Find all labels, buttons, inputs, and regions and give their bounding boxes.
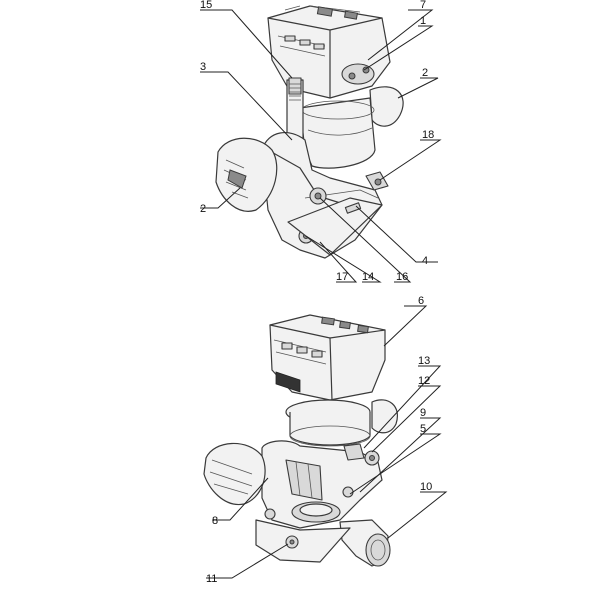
callout-18: 18 (422, 129, 434, 141)
callout-10: 10 (420, 481, 432, 493)
leader-lines (200, 9, 448, 579)
callout-9: 9 (420, 407, 426, 419)
callout-labels: 15 7 1 3 2 18 2 4 17 14 16 6 13 12 9 5 8… (200, 0, 434, 585)
callout-15: 15 (200, 0, 212, 11)
callout-11: 11 (206, 573, 217, 585)
left-handle-lower (203, 442, 266, 506)
left-handle (215, 137, 278, 212)
top-router-illustration (215, 5, 404, 259)
callout-2-right: 2 (422, 67, 428, 79)
right-handle (369, 86, 404, 127)
callout-16: 16 (396, 271, 408, 283)
callout-8: 8 (212, 515, 218, 527)
callout-14: 14 (362, 271, 374, 283)
callout-13: 13 (418, 355, 430, 367)
callout-5: 5 (420, 423, 426, 435)
callout-17: 17 (336, 271, 348, 283)
callout-12: 12 (418, 375, 430, 387)
callout-4: 4 (422, 255, 428, 267)
callout-1: 1 (420, 15, 426, 27)
callout-3: 3 (200, 61, 206, 73)
motor-housing (299, 97, 376, 169)
callout-6: 6 (418, 295, 424, 307)
callout-7: 7 (420, 0, 426, 11)
right-handle-lower (371, 399, 398, 434)
bottom-router-illustration (203, 314, 398, 567)
callout-2-left: 2 (200, 203, 206, 215)
